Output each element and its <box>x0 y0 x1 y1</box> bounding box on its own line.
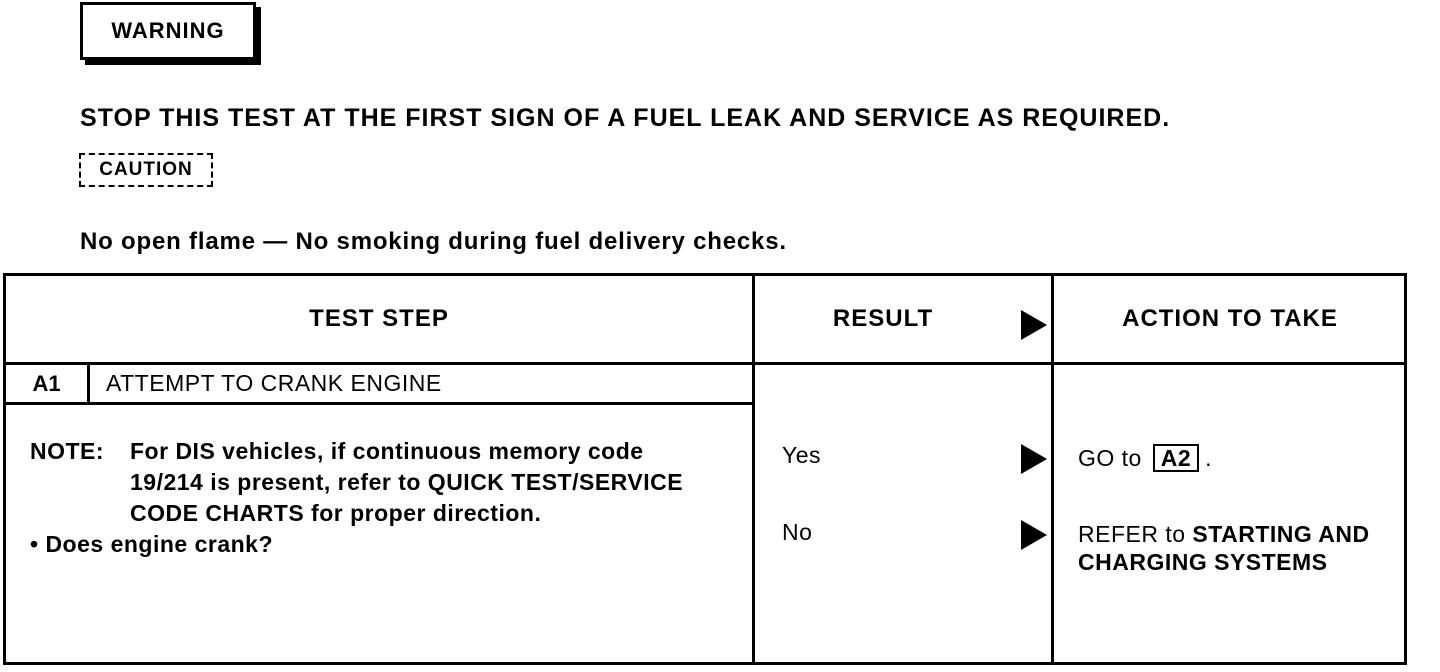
caution-label: CAUTION <box>99 159 193 180</box>
header-test-step: TEST STEP <box>309 305 449 332</box>
column-divider <box>1051 276 1054 662</box>
caution-label-box: CAUTION <box>79 153 213 187</box>
action-no-prefix: REFER to <box>1078 521 1186 547</box>
result-yes: Yes <box>782 442 822 468</box>
result-no: No <box>782 519 813 545</box>
result-arrow-icon <box>1021 310 1047 340</box>
result-no-arrow-icon <box>1021 520 1047 550</box>
step-id: A1 <box>6 365 90 402</box>
header-result-label: RESULT <box>832 305 934 332</box>
header-divider <box>6 362 1404 365</box>
header-action: ACTION TO TAKE <box>1122 305 1338 332</box>
step-title: ATTEMPT TO CRANK ENGINE <box>106 370 442 396</box>
action-no-reference: STARTING AND CHARGING SYSTEMS <box>1078 521 1370 575</box>
caution-text: No open flame — No smoking during fuel d… <box>80 228 787 255</box>
action-yes-prefix: GO to <box>1078 445 1142 471</box>
note-body: For DIS vehicles, if continuous memory c… <box>130 438 684 526</box>
note-label: NOTE: <box>30 438 105 464</box>
action-yes: GO to A2. <box>1078 444 1212 472</box>
warning-text: STOP THIS TEST AT THE FIRST SIGN OF A FU… <box>80 104 1171 132</box>
column-divider <box>752 276 755 662</box>
action-yes-suffix: . <box>1205 445 1213 471</box>
header-result: RESULT <box>755 276 1051 362</box>
warning-label-box: WARNING <box>80 2 256 60</box>
warning-label: WARNING <box>111 18 225 43</box>
step-title-divider <box>6 402 752 405</box>
action-no: REFER to STARTING AND CHARGING SYSTEMS <box>1078 520 1398 576</box>
step-note: NOTE: For DIS vehicles, if continuous me… <box>30 436 730 560</box>
step-reference-a2: A2 <box>1152 444 1200 472</box>
step-question: • Does engine crank? <box>30 531 274 557</box>
result-yes-arrow-icon <box>1021 444 1047 474</box>
test-step-table: TEST STEP RESULT ACTION TO TAKE A1 ATTEM… <box>3 273 1407 665</box>
